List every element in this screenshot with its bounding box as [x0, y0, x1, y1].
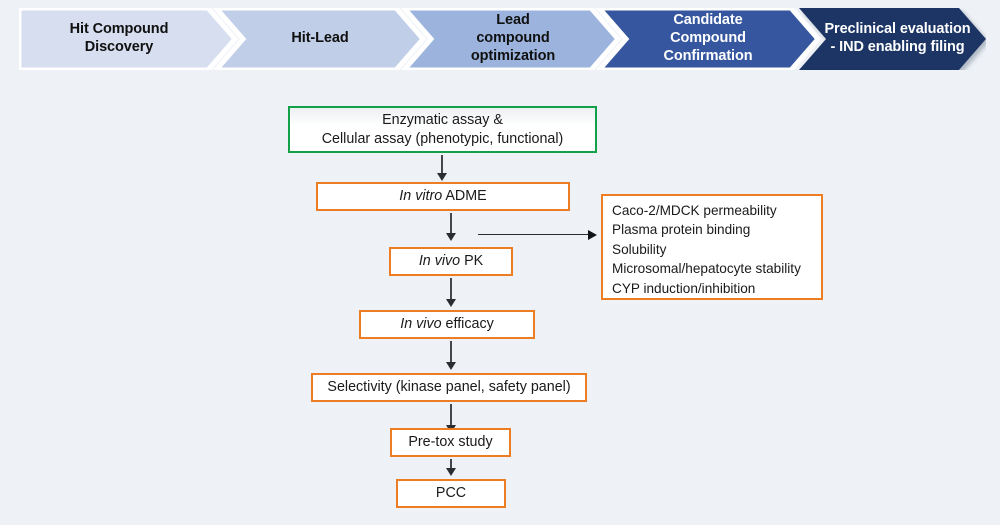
arrow-line-efficacy-to-selectivity	[450, 341, 452, 364]
flow-node-emphasis: In vivo	[400, 316, 442, 333]
arrow-head-adme-to-pk	[445, 233, 456, 241]
phase-segment-hit-compound-discovery[interactable]: Hit Compound Discovery	[19, 8, 219, 70]
arrow-head-pk-to-efficacy	[445, 299, 456, 307]
flow-node-in-vitro-adme[interactable]: In vitro ADME	[316, 182, 570, 211]
flow-node-selectivity[interactable]: Selectivity (kinase panel, safety panel)	[311, 373, 587, 402]
flow-node-emphasis: In vivo	[418, 253, 461, 270]
phase-label-line: Confirmation	[663, 47, 753, 64]
arrow-line-adme-to-pk	[450, 213, 452, 235]
flow-node-line: Cellular assay (phenotypic, functional)	[321, 130, 564, 147]
phase-label-preclinical-evaluation: Preclinical evaluation - IND enabling fi…	[818, 21, 976, 56]
flow-node-pre-tox-study[interactable]: Pre-tox study	[390, 428, 511, 457]
flow-node-in-vivo-pk-text: In vivo PK	[419, 252, 483, 271]
adme-panel-item: Plasma protein binding	[612, 222, 751, 238]
arrow-line-pk-to-efficacy	[450, 278, 452, 301]
flow-node-emphasis: In vitro	[399, 188, 443, 205]
flow-node-rest: ADME	[442, 188, 487, 205]
arrow-head-assays-to-adme	[436, 173, 447, 181]
phase-label-candidate-compound-confirmation: Candidate Compound Confirmation	[657, 12, 758, 65]
drug-discovery-phase-bar: Hit Compound Discovery Hit-Lead Lead com…	[19, 8, 986, 70]
phase-segment-candidate-compound-confirmation[interactable]: Candidate Compound Confirmation	[613, 8, 803, 70]
arrow-head-pretox-to-pcc	[445, 468, 456, 476]
flow-node-in-vivo-efficacy[interactable]: In vivo efficacy	[359, 310, 535, 339]
arrow-line-adme-to-panel	[478, 234, 590, 236]
adme-panel-item: Caco-2/MDCK permeability	[612, 203, 777, 218]
adme-panel-item: CYP induction/inhibition	[612, 280, 756, 296]
phase-label-line: Hit-Lead	[291, 30, 349, 47]
phase-label-line: Lead	[496, 12, 530, 29]
phase-label-line: optimization	[470, 47, 556, 64]
phase-shape-hit-compound-discovery[interactable]	[19, 8, 239, 70]
flow-node-in-vivo-efficacy-text: In vivo efficacy	[400, 315, 494, 334]
phase-segment-lead-compound-optimization[interactable]: Lead compound optimization	[417, 8, 609, 70]
phase-label-lead-compound-optimization: Lead compound optimization	[465, 12, 561, 65]
phase-segment-hit-lead[interactable]: Hit-Lead	[225, 8, 415, 70]
phase-label-hit-compound-discovery: Hit Compound Discovery	[64, 21, 175, 56]
flow-node-in-vitro-adme-text: In vitro ADME	[399, 187, 486, 206]
arrow-line-assays-to-adme	[441, 155, 443, 175]
arrow-line-pretox-to-pcc	[450, 459, 452, 472]
phase-label-line: Discovery	[84, 39, 154, 55]
phase-label-line: Hit Compound	[69, 21, 169, 38]
phase-label-line: Preclinical evaluation	[824, 21, 971, 38]
flow-node-rest: PK	[460, 253, 484, 270]
adme-assay-panel[interactable]: Caco-2/MDCK permeability Plasma protein …	[601, 194, 823, 300]
phase-shape-hit-lead[interactable]	[212, 8, 427, 70]
phase-shape-candidate-compound-confirmation[interactable]	[595, 8, 822, 70]
phase-label-line: compound	[476, 30, 550, 47]
arrow-head-efficacy-to-selectivity	[445, 362, 456, 370]
flow-node-pcc[interactable]: PCC	[396, 479, 506, 508]
phase-label-line: - IND enabling filing	[830, 39, 965, 55]
flow-node-assays[interactable]: Enzymatic assay & Cellular assay (phenot…	[288, 106, 597, 153]
adme-panel-item: Microsomal/hepatocyte stability	[612, 261, 801, 277]
flow-node-pcc-text: PCC	[435, 485, 467, 502]
phase-label-hit-lead: Hit-Lead	[285, 30, 354, 48]
phase-label-line: Compound	[670, 30, 746, 47]
arrow-head-adme-to-panel	[588, 230, 597, 240]
phase-shape-preclinical-evaluation[interactable]	[799, 8, 986, 70]
flow-node-pre-tox-study-text: Pre-tox study	[408, 434, 493, 451]
adme-panel-item: Solubility	[612, 241, 667, 257]
flow-node-rest: efficacy	[441, 316, 494, 333]
phase-segment-preclinical-evaluation[interactable]: Preclinical evaluation - IND enabling fi…	[809, 8, 986, 70]
arrow-line-selectivity-to-pretox	[450, 404, 452, 427]
flow-node-in-vivo-pk[interactable]: In vivo PK	[389, 247, 513, 276]
phase-bar-shapes	[19, 8, 986, 70]
phase-shape-lead-compound-optimization[interactable]	[400, 8, 622, 70]
phase-label-line: Candidate	[673, 12, 743, 29]
flow-node-assays-text: Enzymatic assay & Cellular assay (phenot…	[322, 111, 564, 149]
flow-node-line: Enzymatic assay &	[382, 111, 503, 128]
flow-node-selectivity-text: Selectivity (kinase panel, safety panel)	[327, 379, 571, 396]
